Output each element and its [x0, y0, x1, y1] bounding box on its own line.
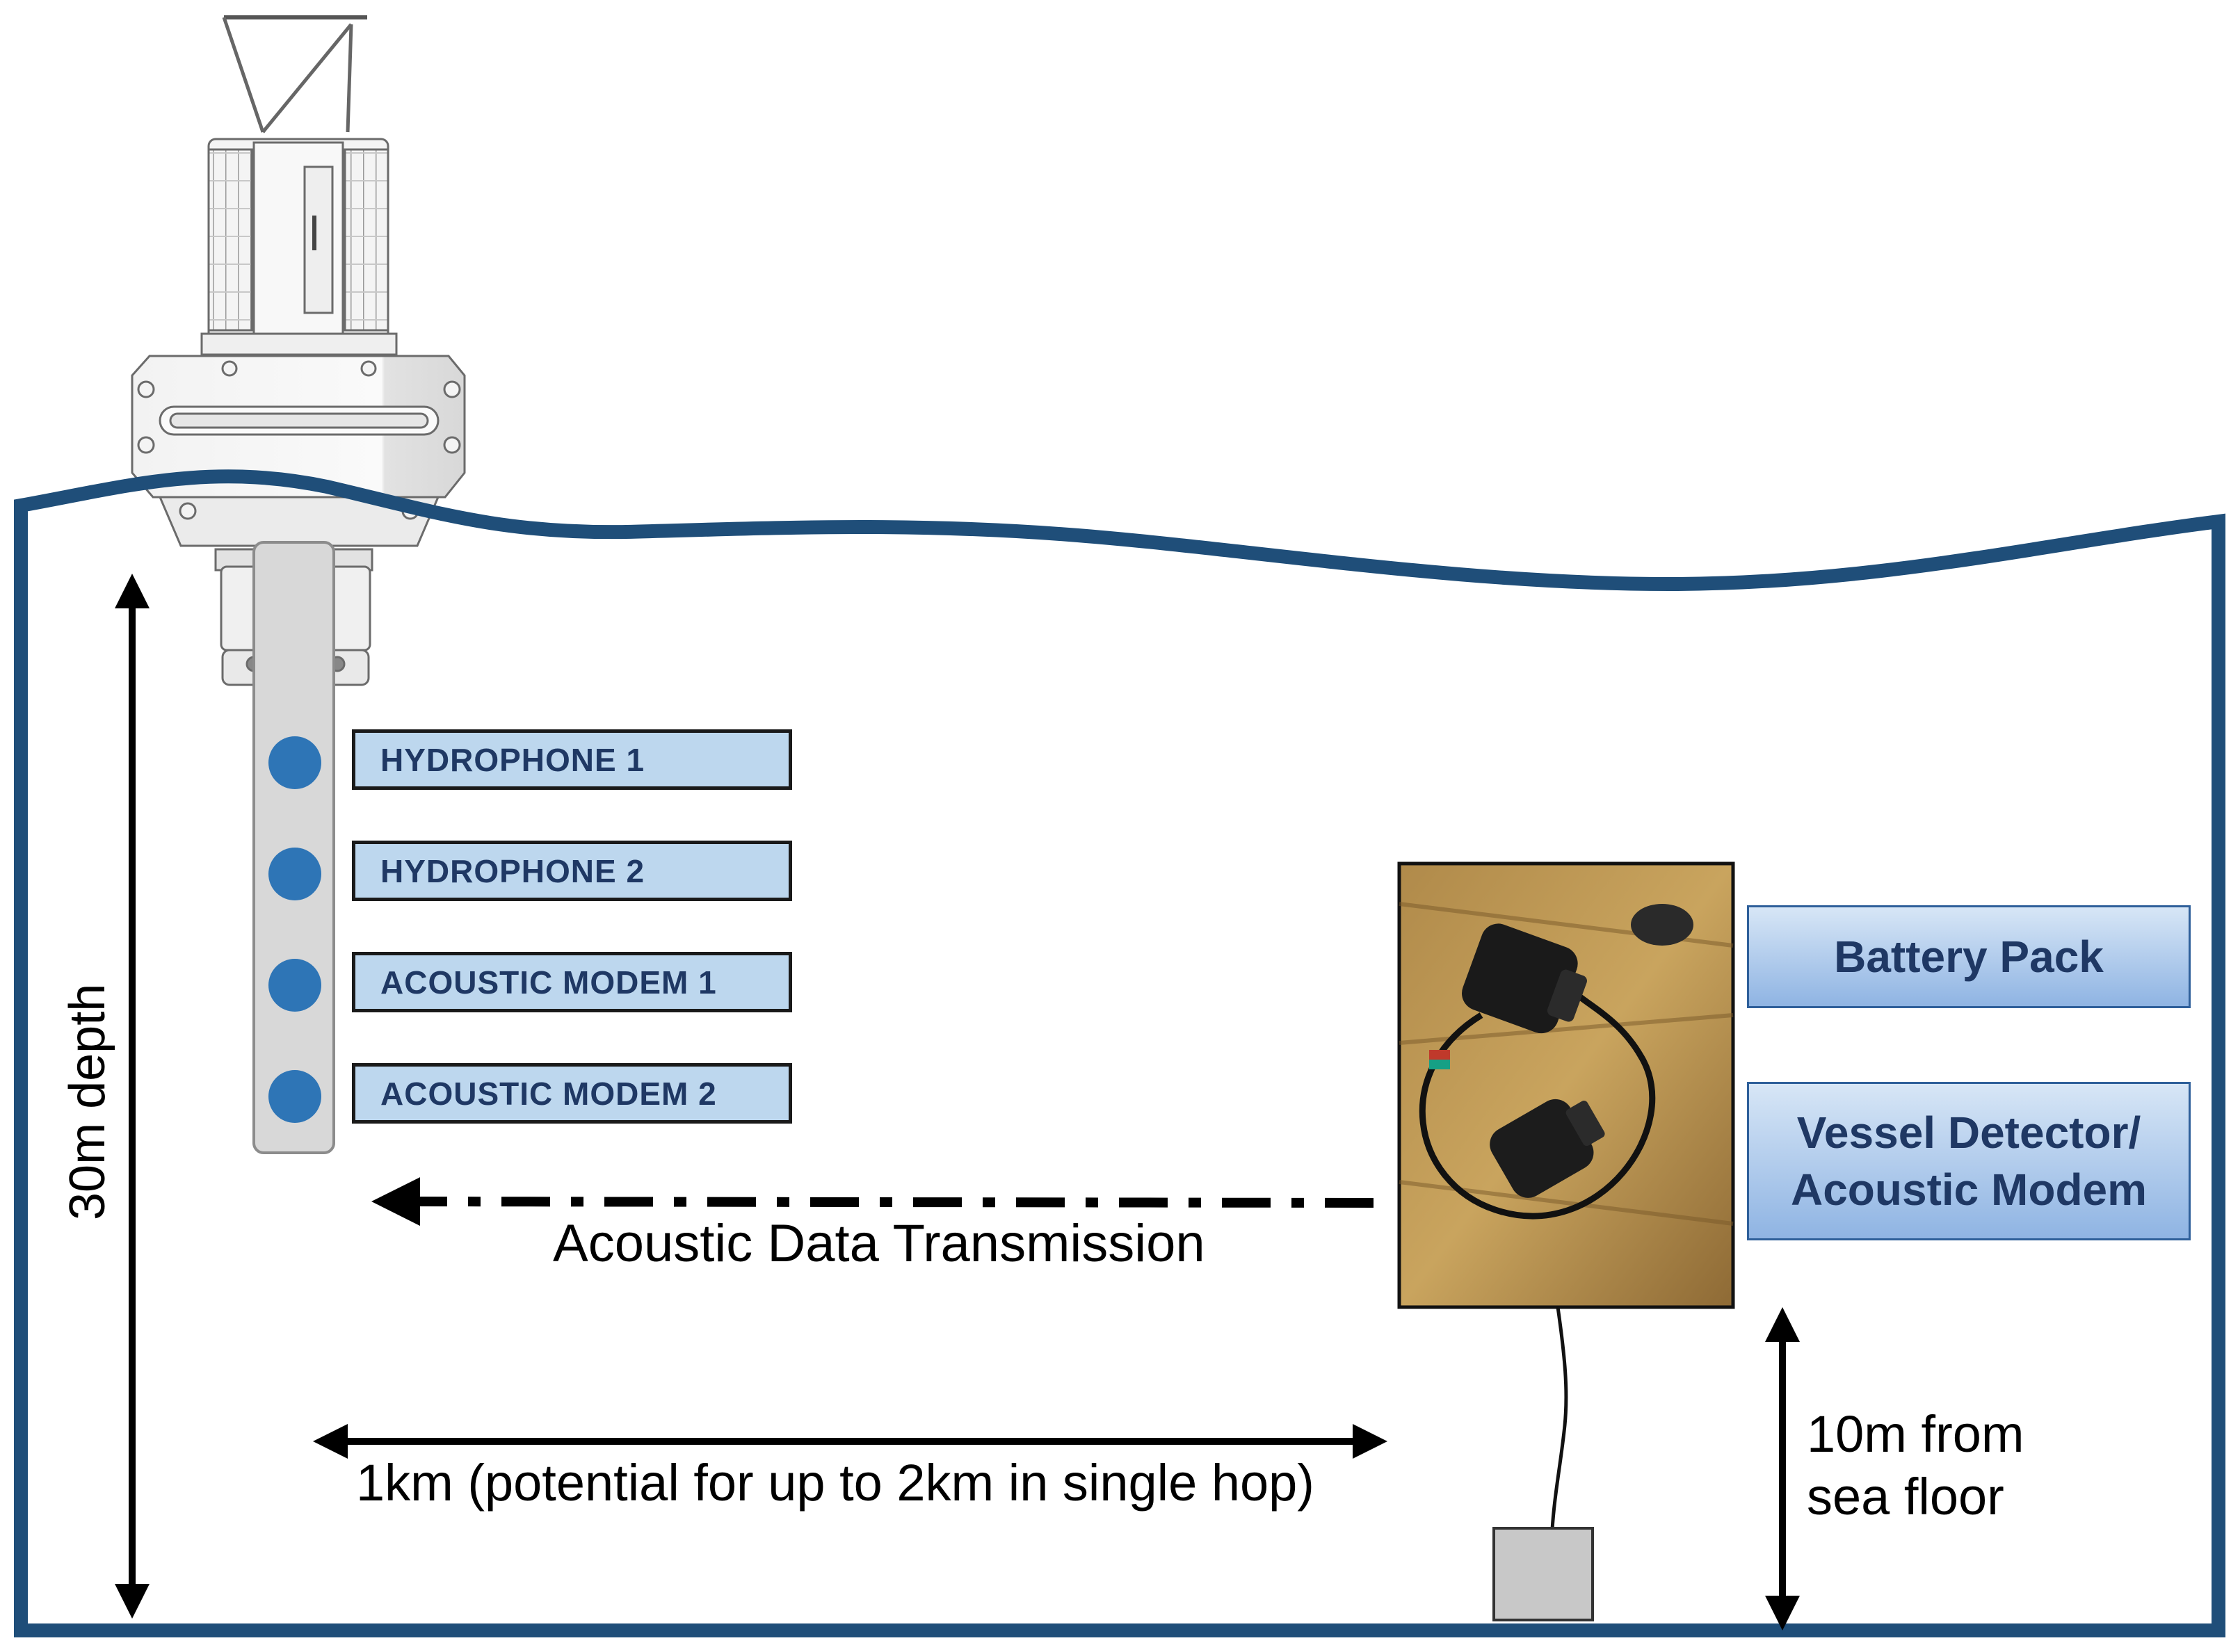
- anchor-weight: [1492, 1527, 1594, 1621]
- sensor-dots: [268, 736, 321, 1123]
- device-photo: [1397, 861, 1735, 1309]
- label-vessel-detector: Vessel Detector/ Acoustic Modem: [1747, 1082, 2191, 1240]
- water-surface: [14, 469, 2225, 932]
- buoy-icon: [131, 15, 466, 686]
- label-hydrophone-2: HYDROPHONE 2: [352, 841, 792, 901]
- transmission-label: Acoustic Data Transmission: [553, 1214, 1205, 1273]
- height-label-line-2: sea floor: [1807, 1468, 2004, 1525]
- label-hydrophone-1: HYDROPHONE 1: [352, 729, 792, 790]
- sensor-pole: [252, 541, 335, 1154]
- label-acoustic-modem-2: ACOUSTIC MODEM 2: [352, 1063, 792, 1124]
- height-label-line-1: 10m from: [1807, 1405, 2024, 1463]
- tank-walls: [14, 925, 2225, 1637]
- acoustic-modem-1-dot: [268, 959, 321, 1012]
- hydrophone-2-dot: [268, 848, 321, 900]
- range-label: 1km (potential for up to 2km in single h…: [356, 1454, 1314, 1512]
- label-acoustic-modem-1: ACOUSTIC MODEM 1: [352, 952, 792, 1012]
- vessel-detector-line-1: Vessel Detector/: [1796, 1108, 2141, 1158]
- hydrophone-1-dot: [268, 736, 321, 789]
- transmission-arrow: [371, 1177, 1374, 1226]
- mooring-line: [1550, 1306, 1568, 1530]
- acoustic-modem-2-dot: [268, 1070, 321, 1123]
- vessel-detector-line-2: Acoustic Modem: [1790, 1165, 2148, 1215]
- depth-label: 30m depth: [60, 983, 115, 1220]
- label-battery-pack: Battery Pack: [1747, 905, 2191, 1008]
